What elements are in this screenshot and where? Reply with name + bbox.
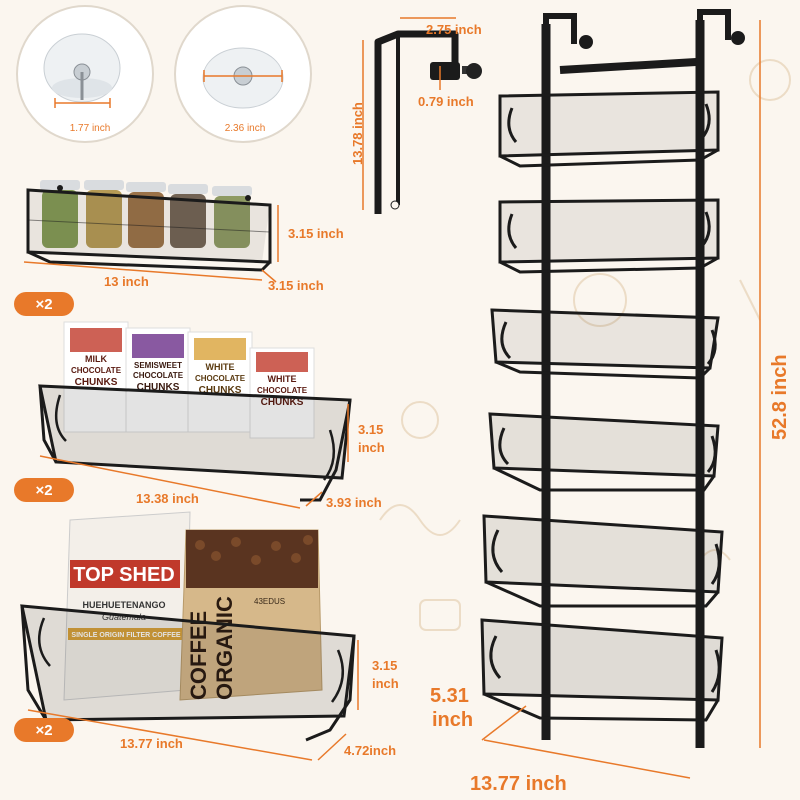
package-2-line1: SEMISWEET xyxy=(134,361,182,370)
package-1: MILK CHOCOLATE CHUNKS xyxy=(63,321,129,433)
coffee-bag-1-brand: TOP SHED xyxy=(73,564,175,586)
package-4-line1: WHITE xyxy=(268,374,297,384)
coffee-bag-2-brand: COFFEE xyxy=(186,611,211,700)
rack-tier-1 xyxy=(498,90,720,168)
package-1-line2: CHOCOLATE xyxy=(71,366,122,375)
package-4-line3: CHUNKS xyxy=(261,397,304,408)
quantity-badge-2-text: ×2 xyxy=(35,482,52,499)
full-rack: 52.8 inch 13.77 inch 5.31 inch xyxy=(430,9,791,795)
spice-basket-depth: 3.15 inch xyxy=(268,278,324,293)
hook-gap-label: 0.79 inch xyxy=(418,94,474,109)
spice-basket-height: 3.15 inch xyxy=(288,226,344,241)
quantity-badge-2: ×2 xyxy=(14,478,74,502)
hook-height-label: 13.78 inch xyxy=(350,102,365,165)
package-1-line1: MILK xyxy=(85,354,107,364)
package-4: WHITE CHOCOLATE CHUNKS xyxy=(249,347,315,439)
package-4-line2: CHOCOLATE xyxy=(257,386,308,395)
hook-width-label: 2.75 inch xyxy=(426,22,482,37)
rack-tier-4 xyxy=(488,412,720,492)
quantity-badge-3-text: ×2 xyxy=(35,722,52,739)
suction-cup-large: 2.36 inch xyxy=(174,5,312,143)
package-2: SEMISWEET CHOCOLATE CHUNKS xyxy=(125,327,191,433)
coffee-basket: TOP SHED HUEHUETENANGO Guatemala SINGLE … xyxy=(20,511,399,761)
package-2-line3: CHUNKS xyxy=(137,382,180,393)
coffee-bag-2-line2: 43EDUS xyxy=(254,597,285,606)
rack-depth-label-2: inch xyxy=(432,709,473,731)
coffee-bag-2-line1: ORGANIC xyxy=(212,596,237,700)
chocolate-basket-length: 13.38 inch xyxy=(136,491,199,506)
chocolate-basket-height-2: inch xyxy=(358,440,385,455)
chocolate-basket-height-1: 3.15 xyxy=(358,422,383,437)
door-hook: 2.75 inch 13.78 inch 0.79 inch xyxy=(350,17,482,214)
suction-cup-large-diameter: 2.36 inch xyxy=(225,123,266,134)
rack-depth-label-1: 5.31 xyxy=(430,685,469,707)
coffee-bag-1-line3: SINGLE ORIGIN FILTER COFFEE xyxy=(71,632,180,639)
coffee-bag-1-line2: Guatemala xyxy=(102,612,146,622)
rack-tier-6 xyxy=(480,618,724,722)
suction-cup-small: 1.77 inch xyxy=(16,5,154,143)
rack-tier-3 xyxy=(490,308,720,380)
quantity-badge-3: ×2 xyxy=(14,718,74,742)
package-3-line1: WHITE xyxy=(206,362,235,372)
chocolate-basket-depth: 3.93 inch xyxy=(326,495,382,510)
chocolate-packages: MILK CHOCOLATE CHUNKS SEMISWEET CHOCOLAT… xyxy=(63,321,315,439)
coffee-basket-length: 13.77 inch xyxy=(120,736,183,751)
spice-jars xyxy=(40,180,252,248)
package-1-line3: CHUNKS xyxy=(75,377,118,388)
coffee-basket-height-2: inch xyxy=(372,676,399,691)
quantity-badge-1: ×2 xyxy=(14,292,74,316)
coffee-bag-2: COFFEE ORGANIC 43EDUS xyxy=(179,529,323,701)
chocolate-basket: MILK CHOCOLATE CHUNKS SEMISWEET CHOCOLAT… xyxy=(38,321,385,510)
spice-basket-length: 13 inch xyxy=(104,274,149,289)
package-3-line2: CHOCOLATE xyxy=(195,374,246,383)
spice-basket: 13 inch 3.15 inch 3.15 inch xyxy=(23,180,344,293)
rack-height-label: 52.8 inch xyxy=(769,354,791,440)
rack-width-label: 13.77 inch xyxy=(470,773,567,795)
suction-cup-small-diameter: 1.77 inch xyxy=(70,123,111,134)
coffee-basket-height-1: 3.15 xyxy=(372,658,397,673)
coffee-bag-1-line1: HUEHUETENANGO xyxy=(82,600,165,610)
package-3: WHITE CHOCOLATE CHUNKS xyxy=(187,331,253,433)
rack-tier-2 xyxy=(498,198,720,274)
quantity-badge-1-text: ×2 xyxy=(35,296,52,313)
coffee-basket-depth: 4.72inch xyxy=(344,743,396,758)
rack-tier-5 xyxy=(482,514,724,608)
package-3-line3: CHUNKS xyxy=(199,385,242,396)
package-2-line2: CHOCOLATE xyxy=(133,371,184,380)
coffee-bag-1: TOP SHED HUEHUETENANGO Guatemala SINGLE … xyxy=(63,511,191,701)
